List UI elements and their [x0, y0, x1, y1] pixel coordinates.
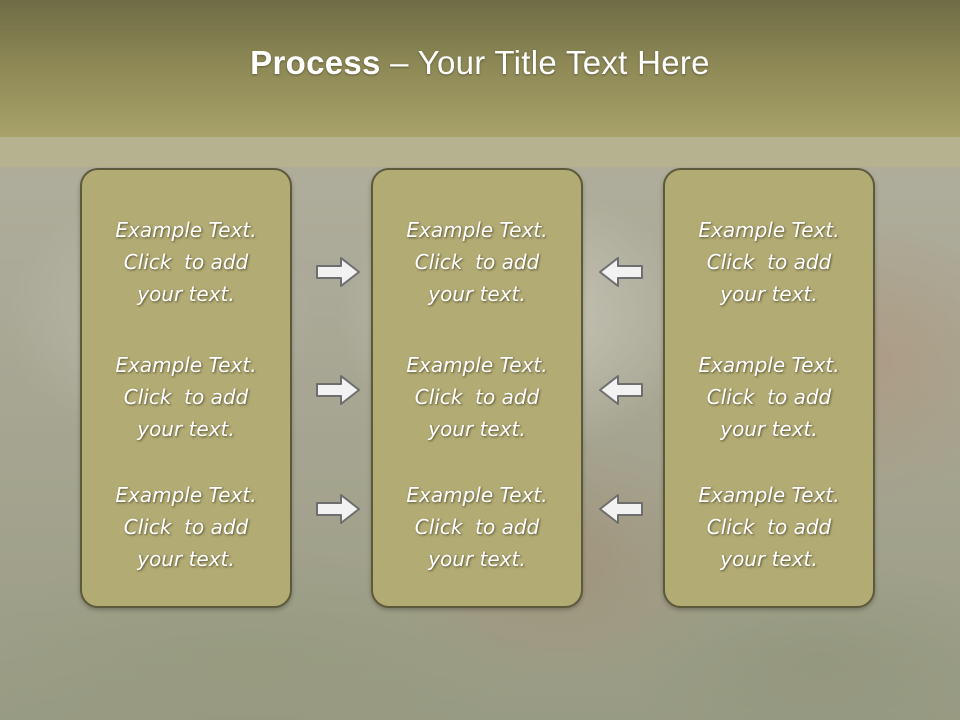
text-line: Example Text.	[115, 353, 257, 377]
text-line: your text.	[720, 547, 818, 571]
process-box-left[interactable]: Example Text. Click to add your text. Ex…	[80, 168, 292, 608]
left-arrow-icon	[599, 257, 643, 287]
text-line: Click to add	[706, 250, 832, 274]
process-box-right[interactable]: Example Text. Click to add your text. Ex…	[663, 168, 875, 608]
text-line: your text.	[720, 417, 818, 441]
text-placeholder[interactable]: Example Text. Click to add your text.	[82, 479, 290, 575]
text-placeholder[interactable]: Example Text. Click to add your text.	[373, 479, 581, 575]
title-rest: – Your Title Text Here	[380, 43, 710, 81]
text-line: Example Text.	[406, 353, 548, 377]
left-arrow-icon	[599, 375, 643, 405]
text-placeholder[interactable]: Example Text. Click to add your text.	[665, 349, 873, 445]
text-line: your text.	[720, 282, 818, 306]
text-line: your text.	[137, 282, 235, 306]
text-line: Example Text.	[698, 483, 840, 507]
text-line: your text.	[137, 417, 235, 441]
text-line: Click to add	[414, 250, 540, 274]
text-line: Example Text.	[406, 483, 548, 507]
text-line: Example Text.	[115, 483, 257, 507]
text-line: Example Text.	[406, 218, 548, 242]
right-arrow-icon	[316, 257, 360, 287]
text-line: your text.	[428, 547, 526, 571]
text-line: Click to add	[123, 250, 249, 274]
text-line: Example Text.	[115, 218, 257, 242]
text-line: Click to add	[706, 515, 832, 539]
title-bar: Process – Your Title Text Here	[0, 0, 960, 137]
text-line: Click to add	[123, 515, 249, 539]
text-line: Click to add	[414, 385, 540, 409]
slide-title[interactable]: Process – Your Title Text Here	[250, 44, 710, 82]
title-band	[0, 137, 960, 167]
text-line: Click to add	[414, 515, 540, 539]
title-bold: Process	[250, 43, 381, 81]
left-arrow-icon	[599, 494, 643, 524]
text-placeholder[interactable]: Example Text. Click to add your text.	[665, 214, 873, 310]
right-arrow-icon	[316, 494, 360, 524]
text-line: Click to add	[123, 385, 249, 409]
text-placeholder[interactable]: Example Text. Click to add your text.	[373, 349, 581, 445]
right-arrow-icon	[316, 375, 360, 405]
text-line: Click to add	[706, 385, 832, 409]
text-line: your text.	[428, 282, 526, 306]
process-box-middle[interactable]: Example Text. Click to add your text. Ex…	[371, 168, 583, 608]
text-line: Example Text.	[698, 218, 840, 242]
text-line: your text.	[428, 417, 526, 441]
text-line: Example Text.	[698, 353, 840, 377]
text-placeholder[interactable]: Example Text. Click to add your text.	[82, 349, 290, 445]
text-line: your text.	[137, 547, 235, 571]
text-placeholder[interactable]: Example Text. Click to add your text.	[373, 214, 581, 310]
text-placeholder[interactable]: Example Text. Click to add your text.	[82, 214, 290, 310]
text-placeholder[interactable]: Example Text. Click to add your text.	[665, 479, 873, 575]
